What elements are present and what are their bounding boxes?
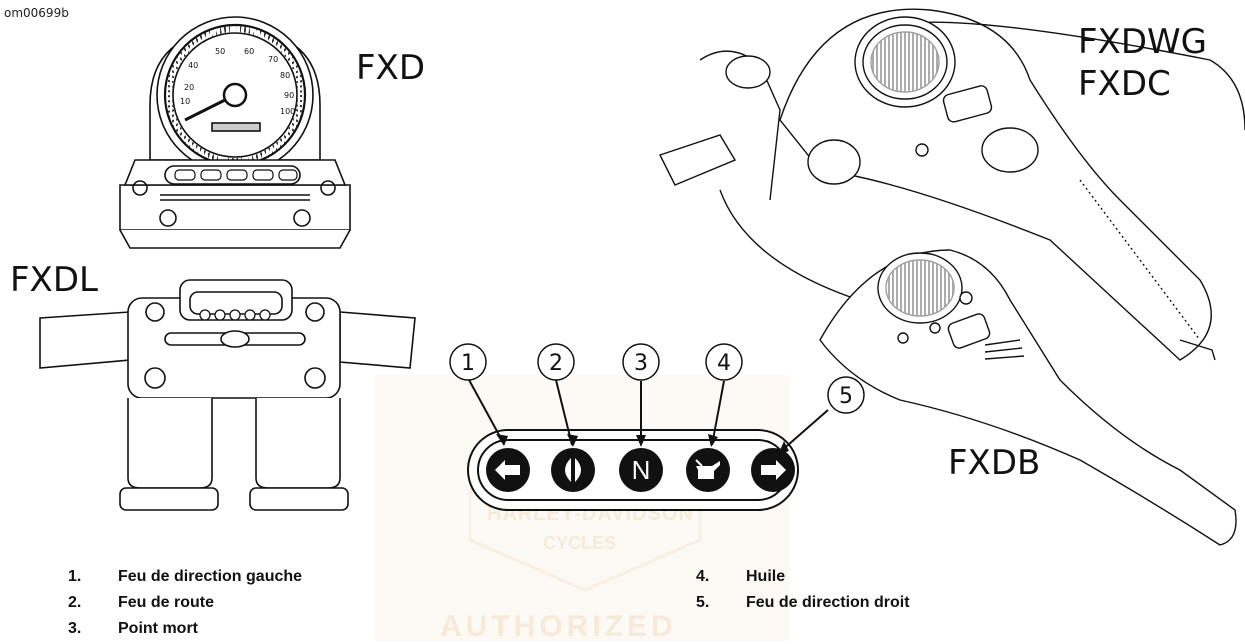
left-arrow-icon xyxy=(486,448,530,492)
watermark-text-2: CYCLES xyxy=(543,533,616,554)
right-arrow-icon xyxy=(751,448,795,492)
svg-text:80: 80 xyxy=(280,71,290,80)
legend-text: Point mort xyxy=(118,620,198,637)
watermark-text-3: AUTHORIZED xyxy=(440,610,677,644)
svg-text:100: 100 xyxy=(280,107,295,116)
callout-5: 5 xyxy=(827,376,865,414)
fxdb-console-drawing xyxy=(819,249,1237,546)
figure-id: om00699b xyxy=(4,6,69,20)
legend-text: Huile xyxy=(746,568,786,585)
callout-number: 4 xyxy=(717,351,731,376)
model-label-fxdwg: FXDWG xyxy=(1078,22,1207,62)
legend-text: Feu de direction droit xyxy=(746,594,910,611)
svg-text:60: 60 xyxy=(244,47,254,56)
callout-number: 1 xyxy=(461,351,475,376)
model-label-fxdl: FXDL xyxy=(10,260,98,300)
legend-number: 3. xyxy=(68,620,82,637)
callout-2: 2 xyxy=(537,343,575,381)
legend-item-5: 5. Feu de direction droit xyxy=(696,593,910,613)
legend-item-3: 3. Point mort xyxy=(68,619,198,639)
svg-text:70: 70 xyxy=(268,55,278,64)
svg-text:90: 90 xyxy=(284,91,294,100)
callout-leaders xyxy=(467,377,829,453)
legend-number: 1. xyxy=(68,568,82,585)
legend-number: 5. xyxy=(696,594,710,611)
legend-number: 2. xyxy=(68,594,82,611)
legend-text: Feu de route xyxy=(118,594,215,611)
fxdwg-tank-drawing xyxy=(659,8,1245,361)
neutral-icon: N xyxy=(619,448,663,492)
legend-item-1: 1. Feu de direction gauche xyxy=(68,567,302,587)
callout-4: 4 xyxy=(705,343,743,381)
oil-can-icon xyxy=(686,448,730,492)
legend-number: 4. xyxy=(696,568,710,585)
neutral-letter: N xyxy=(632,455,651,485)
legend-item-2: 2. Feu de route xyxy=(68,593,214,613)
callout-number: 3 xyxy=(634,351,648,376)
legend-item-4: 4. Huile xyxy=(696,567,785,587)
model-label-fxdb: FXDB xyxy=(948,443,1041,483)
svg-text:50: 50 xyxy=(215,47,225,56)
svg-text:40: 40 xyxy=(188,61,198,70)
svg-text:20: 20 xyxy=(184,83,194,92)
fxdl-riser-drawing xyxy=(39,279,416,511)
callout-number: 2 xyxy=(549,351,563,376)
callout-3: 3 xyxy=(622,343,660,381)
callout-number: 5 xyxy=(839,384,853,409)
high-beam-icon xyxy=(551,448,595,492)
model-label-fxdc: FXDC xyxy=(1078,64,1171,104)
callout-1: 1 xyxy=(449,343,487,381)
model-label-fxd: FXD xyxy=(356,48,426,88)
legend-text: Feu de direction gauche xyxy=(118,568,303,585)
svg-text:10: 10 xyxy=(180,97,190,106)
